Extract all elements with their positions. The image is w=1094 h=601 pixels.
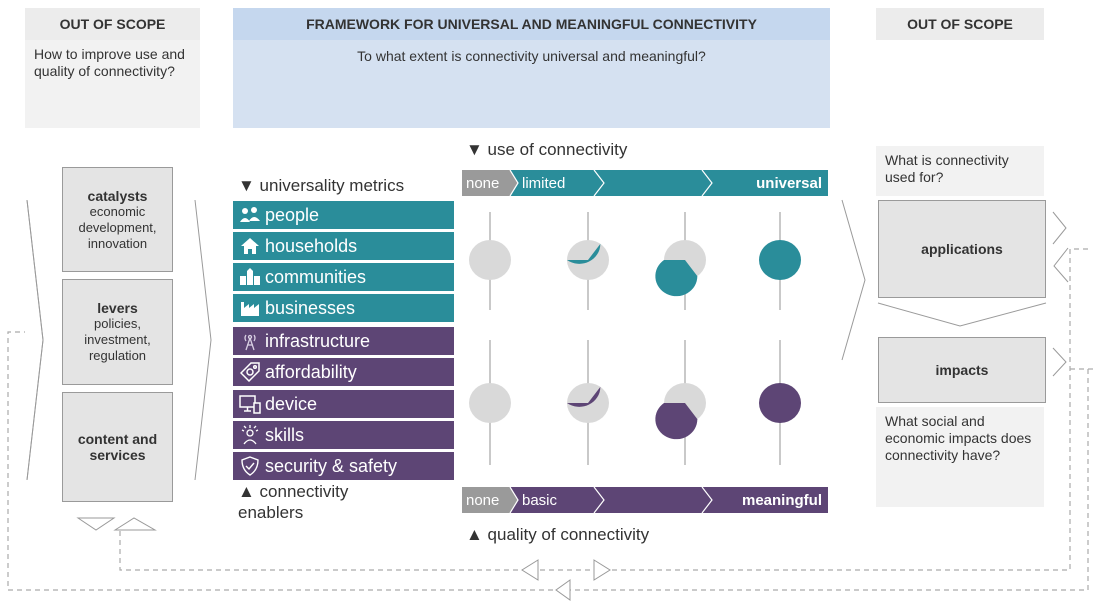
universality-metrics-label: ▼ universality metrics <box>238 176 405 195</box>
enabler-infrastructure: infrastructure <box>233 327 454 355</box>
enabler-affordability: affordability <box>233 358 454 386</box>
use-pies <box>469 240 801 297</box>
quality-scale-arrows <box>462 487 828 513</box>
enabler-affordability-label: affordability <box>265 361 357 382</box>
use-scale-arrows <box>462 170 828 196</box>
levers-box: levers policies, investment, regulation <box>62 279 173 385</box>
framework-header: FRAMEWORK FOR UNIVERSAL AND MEANINGFUL C… <box>233 8 830 40</box>
enabler-skills: skills <box>233 421 454 449</box>
use-pie-fill-2 <box>655 260 698 297</box>
content-services-box: content and services <box>62 392 173 502</box>
metric-businesses-label: businesses <box>265 297 356 318</box>
flow-chevrons <box>26 199 1069 481</box>
quality-pie-3 <box>759 383 801 423</box>
applications-box: applications <box>878 200 1046 298</box>
factory-icon <box>239 297 261 319</box>
shield-icon <box>239 455 261 477</box>
quality-of-connectivity-label: ▲ quality of connectivity <box>466 525 650 544</box>
quality-pies <box>469 383 801 440</box>
right-out-of-scope-header: OUT OF SCOPE <box>876 8 1044 40</box>
enabler-security-safety: security & safety <box>233 452 454 480</box>
right-question-bottom: What social and economic impacts does co… <box>876 407 1044 507</box>
connectivity-enablers-label: ▲ connectivity enablers <box>238 482 349 522</box>
use-scale-bar: none limited universal <box>462 170 828 196</box>
quality-pie-fill-1 <box>567 386 601 407</box>
levers-title: levers <box>97 300 138 316</box>
impacts-title: impacts <box>935 362 989 378</box>
loop-arrow-markers <box>76 517 611 601</box>
house-icon <box>239 235 261 257</box>
quality-pie-fill-2 <box>655 403 698 440</box>
quality-scale-meaningful: meaningful <box>741 491 822 509</box>
levers-desc: policies, investment, regulation <box>84 316 151 363</box>
use-pie-3 <box>759 240 801 280</box>
use-pie-fill-1 <box>567 243 601 264</box>
price-tag-icon <box>239 361 261 383</box>
quality-scale-basic: basic <box>522 491 558 509</box>
metric-businesses: businesses <box>233 294 454 322</box>
people-icon <box>239 204 261 226</box>
metric-communities-label: communities <box>265 266 367 287</box>
antenna-icon <box>239 330 261 352</box>
device-icon <box>239 393 261 415</box>
catalysts-desc: economic development, innovation <box>78 203 157 251</box>
use-scale-limited: limited <box>522 174 566 192</box>
enabler-device: device <box>233 390 454 418</box>
use-of-connectivity-label: ▼ use of connectivity <box>466 140 628 159</box>
enabler-security-safety-label: security & safety <box>265 455 398 476</box>
community-icon <box>239 266 261 288</box>
impacts-box: impacts <box>878 337 1046 403</box>
metric-households: households <box>233 232 454 260</box>
quality-pie-0 <box>469 383 511 423</box>
enabler-skills-label: skills <box>265 424 304 445</box>
framework-question: To what extent is connectivity universal… <box>233 40 830 128</box>
scale-guide-lines <box>489 212 781 465</box>
metric-communities: communities <box>233 263 454 291</box>
catalysts-title: catalysts <box>87 187 148 204</box>
use-scale-none: none <box>466 174 500 192</box>
enabler-device-label: device <box>265 393 318 414</box>
catalysts-box: catalysts economic development, innovati… <box>62 167 173 272</box>
quality-scale-bar: none basic meaningful <box>462 487 828 513</box>
content-services-title: content and services <box>77 431 158 463</box>
applications-title: applications <box>921 241 1003 257</box>
right-question-top: What is connectivity used for? <box>876 146 1044 196</box>
enabler-infrastructure-label: infrastructure <box>265 330 371 351</box>
metric-people: people <box>233 201 454 229</box>
left-question: How to improve use and quality of connec… <box>25 40 200 128</box>
skills-icon <box>239 424 261 446</box>
quality-scale-none: none <box>466 491 500 509</box>
left-out-of-scope-header: OUT OF SCOPE <box>25 8 200 40</box>
use-scale-universal: universal <box>756 174 822 192</box>
metric-people-label: people <box>265 204 320 225</box>
feedback-loop-lines <box>7 248 1094 591</box>
metric-households-label: households <box>265 235 358 256</box>
use-pie-0 <box>469 240 511 280</box>
